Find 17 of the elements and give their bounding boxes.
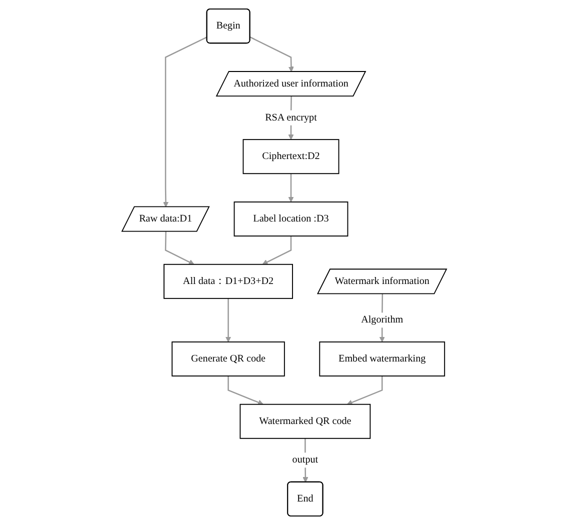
arrow — [227, 376, 264, 406]
arrow — [288, 174, 294, 202]
node-box: Generate QR code — [171, 341, 285, 376]
node-box: Watermarked QR code — [239, 404, 370, 439]
arrow — [225, 298, 231, 342]
node-box: Label location :D3 — [234, 202, 348, 236]
node-box: Embed watermarking — [318, 341, 445, 376]
arrow — [250, 36, 294, 72]
node-box: All data：D1+D3+D2 — [163, 264, 293, 299]
arrow — [262, 236, 292, 265]
arrow — [164, 232, 194, 265]
edge-label: output — [292, 454, 318, 466]
edge-label: RSA encrypt — [264, 112, 317, 123]
edge-label: Algorithm — [360, 314, 403, 326]
node-box: Ciphertext:D2 — [242, 139, 339, 174]
arrow — [162, 36, 208, 208]
arrow — [346, 376, 382, 406]
